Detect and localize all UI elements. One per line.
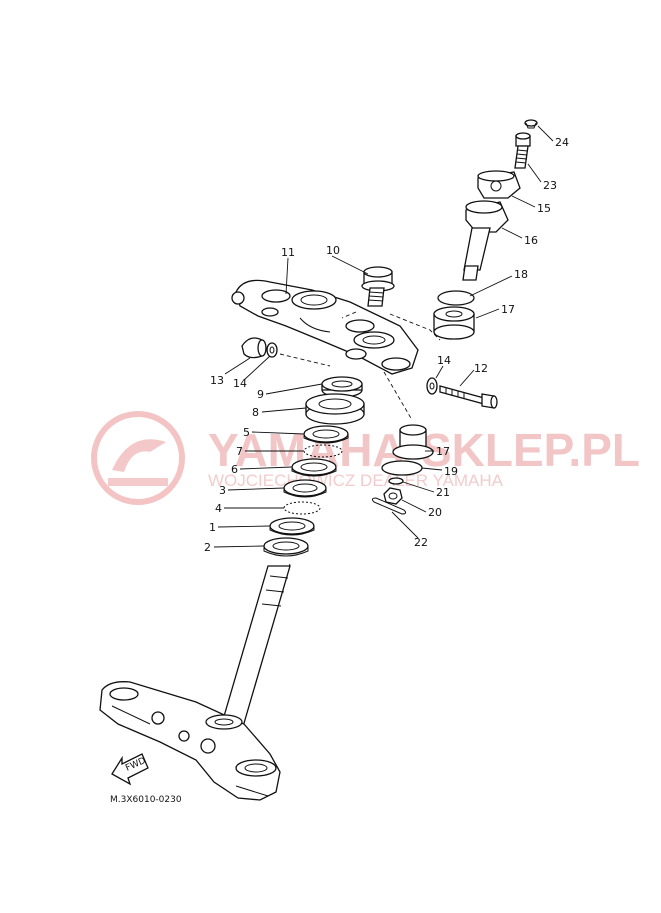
label-10: 10 (326, 244, 340, 257)
part-5-race (303, 425, 349, 444)
label-24: 24 (555, 136, 569, 149)
part-17-damper-lower (392, 424, 434, 460)
part-10-bolt (361, 266, 395, 307)
watermark-sub-text: WOJCIECHOWICZ DEALER YAMAHA (208, 471, 504, 490)
part-21-washer (388, 477, 404, 485)
label-18: 18 (514, 268, 528, 281)
label-17-lower: 17 (436, 445, 450, 458)
label-17-upper: 17 (501, 303, 515, 316)
label-16: 16 (524, 234, 538, 247)
part-1-race (269, 517, 315, 536)
label-15: 15 (537, 202, 551, 215)
label-4: 4 (215, 502, 222, 515)
part-11-upper-bracket (231, 279, 419, 375)
part-24-screw (524, 119, 538, 129)
label-1: 1 (209, 521, 216, 534)
part-labels: 24 23 15 16 18 17 10 11 13 14 14 12 9 8 … (204, 136, 569, 554)
part-13-cap (241, 337, 267, 359)
part-23-bolt (514, 132, 531, 169)
fwd-arrow-icon: FWD (111, 753, 149, 786)
label-23: 23 (543, 179, 557, 192)
part-6-race (291, 458, 337, 477)
part-20-nut (383, 487, 403, 505)
part-3-race (283, 479, 327, 498)
part-15-upper-holder (477, 170, 521, 199)
label-21: 21 (436, 486, 450, 499)
label-22: 22 (414, 536, 428, 549)
label-19: 19 (444, 465, 458, 478)
label-9: 9 (257, 388, 264, 401)
label-2: 2 (204, 541, 211, 554)
label-14-left: 14 (233, 377, 247, 390)
label-12: 12 (474, 362, 488, 375)
label-8: 8 (252, 406, 259, 419)
label-13: 13 (210, 374, 224, 387)
label-14-right: 14 (437, 354, 451, 367)
part-4-ball (283, 501, 321, 515)
part-8-cover (305, 393, 365, 425)
label-6: 6 (231, 463, 238, 476)
part-22-cotter-pin (371, 497, 407, 515)
watermark: YAMAHA-SKLEP.PL WOJCIECHOWICZ DEALER YAM… (91, 411, 640, 505)
label-7: 7 (236, 445, 243, 458)
part-14-washer-right (426, 377, 438, 395)
diagram-reference-code: M.3X6010-0230 (110, 795, 182, 805)
watermark-logo (91, 411, 185, 505)
label-20: 20 (428, 506, 442, 519)
part-12-bolt (439, 385, 498, 409)
part-2-seal (263, 537, 309, 557)
leader-lines (213, 125, 554, 548)
label-3: 3 (219, 484, 226, 497)
part-19-washer (381, 460, 423, 476)
part-17-damper-upper (433, 306, 475, 340)
part-16-lower-holder (462, 200, 509, 281)
part-18-washer (437, 290, 475, 306)
steering-stem-lower-bracket (99, 565, 291, 801)
label-11: 11 (281, 246, 295, 259)
part-14-washer-left (266, 342, 278, 358)
label-5: 5 (243, 426, 250, 439)
